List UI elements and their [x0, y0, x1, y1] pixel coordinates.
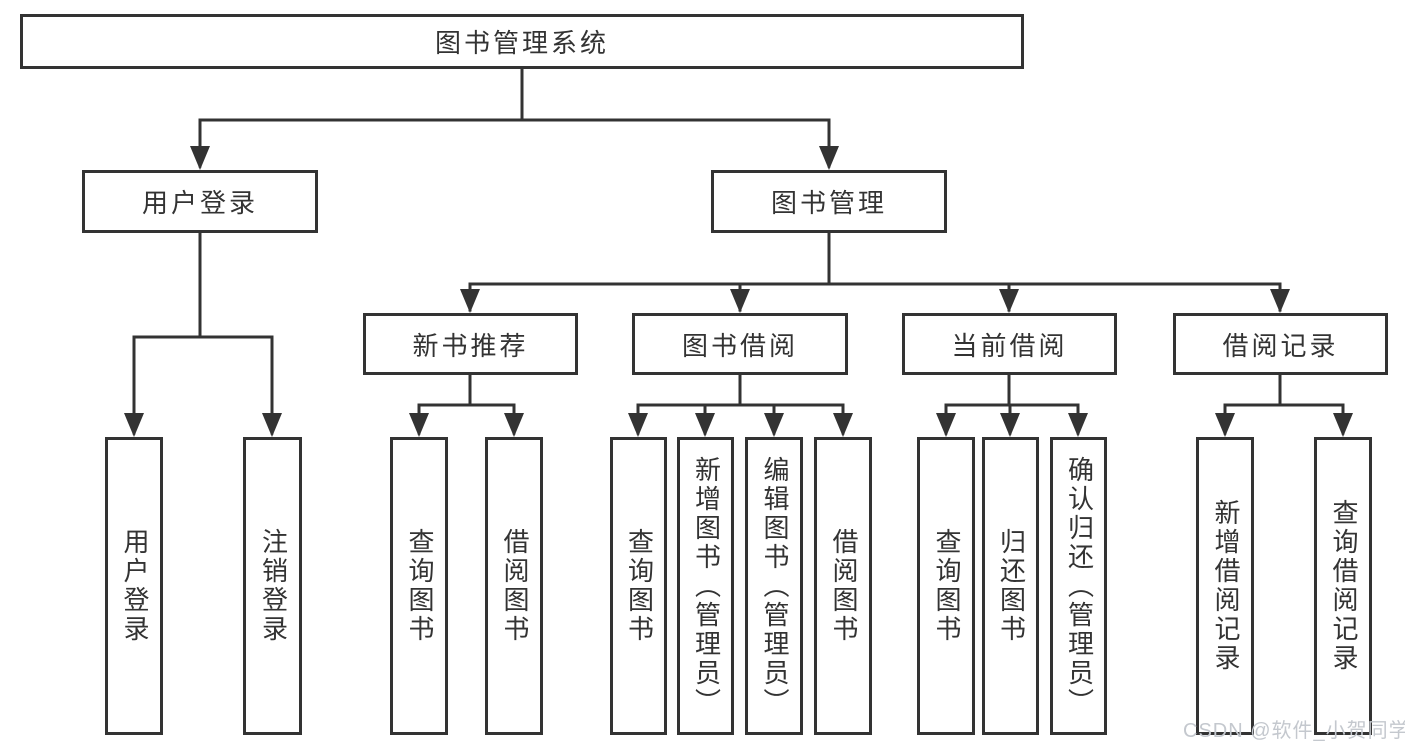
node-book-borrowing: 图书借阅 [632, 313, 848, 375]
leaf-edit-books-admin: 编辑图书（管理员） [745, 437, 803, 735]
leaf-borrow-books-borrow: 借阅图书 [814, 437, 872, 735]
leaf-query-borrow-record: 查询借阅记录 [1314, 437, 1372, 735]
node-current-borrowing: 当前借阅 [902, 313, 1117, 375]
arrowheads [124, 146, 1353, 437]
csdn-watermark: CSDN @软件_小贺同学 [1183, 720, 1405, 742]
leaf-borrow-books-recommend: 借阅图书 [485, 437, 543, 735]
node-book-management: 图书管理 [711, 170, 947, 233]
node-new-book-recommend: 新书推荐 [363, 313, 578, 375]
leaf-return-books: 归还图书 [982, 437, 1039, 735]
node-library-system: 图书管理系统 [20, 14, 1024, 69]
leaf-add-books-admin: 新增图书（管理员） [677, 437, 734, 735]
leaf-query-books-current: 查询图书 [917, 437, 975, 735]
node-borrowing-records: 借阅记录 [1173, 313, 1388, 375]
leaf-logout-login: 注销登录 [243, 437, 302, 735]
leaf-confirm-return-admin: 确认归还（管理员） [1050, 437, 1107, 735]
leaf-query-books-recommend: 查询图书 [390, 437, 448, 735]
leaf-user-login: 用户登录 [105, 437, 163, 735]
leaf-query-books-borrow: 查询图书 [610, 437, 667, 735]
node-user-login: 用户登录 [82, 170, 318, 233]
leaf-add-borrow-record: 新增借阅记录 [1196, 437, 1254, 735]
